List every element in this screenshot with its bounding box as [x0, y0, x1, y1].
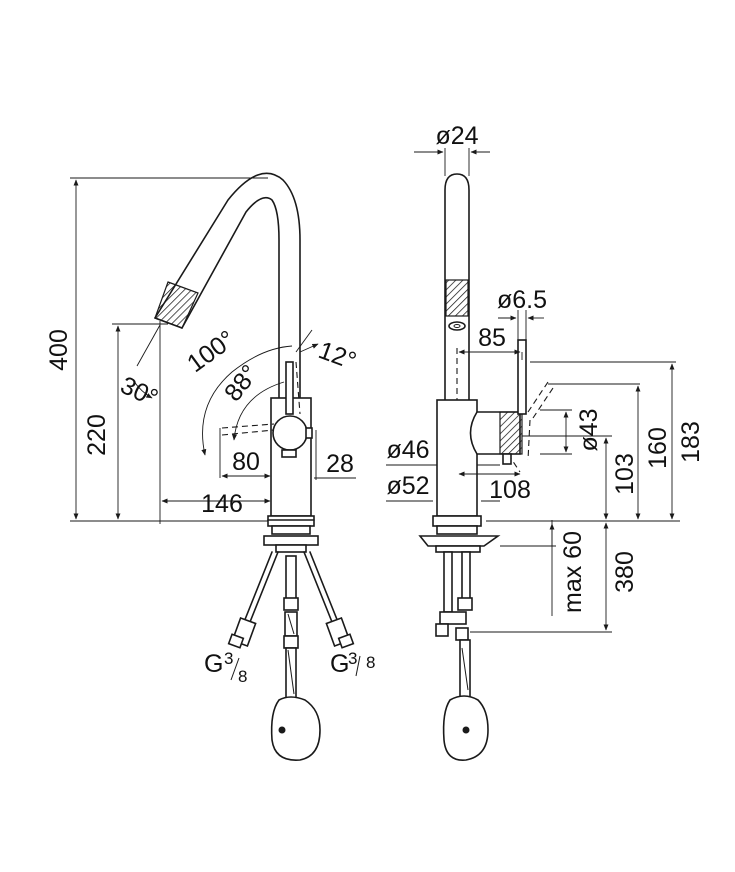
angle-12: 12° — [315, 336, 360, 375]
lever-handle — [285, 361, 294, 415]
spout-front — [444, 173, 470, 401]
angle-88: 88° — [219, 360, 264, 407]
faucet-body — [221, 361, 313, 517]
supply-hoses — [227, 551, 355, 699]
dim-160: 160 — [644, 427, 672, 469]
dimension-labels-right: ø24 ø6.5 85 ø46 ø52 108 ø43 103 160 183 … — [386, 122, 705, 613]
control-box — [270, 696, 321, 761]
dim-85: 85 — [478, 324, 506, 352]
control-box-front — [442, 695, 489, 761]
dim-d52: ø52 — [386, 472, 429, 500]
dim-183: 183 — [677, 421, 705, 463]
angle-30: 30° — [116, 371, 162, 412]
dim-108: 108 — [489, 476, 531, 504]
dimension-lines-left — [70, 177, 356, 524]
dim-d46: ø46 — [386, 436, 429, 464]
base — [263, 515, 319, 553]
supply-hoses-front — [435, 551, 473, 699]
dim-d24: ø24 — [435, 122, 478, 150]
aerator-hatch-front — [445, 279, 469, 317]
base-front — [418, 515, 501, 553]
dim-max-60: max 60 — [559, 531, 587, 613]
handle-hatch — [499, 411, 523, 455]
side-view-left: 400 220 146 80 28 100° 88° 12° 30° G 3 8… — [45, 172, 375, 761]
dim-400: 400 — [45, 329, 73, 371]
dimension-lines-right — [386, 148, 680, 633]
front-view-right: ø24 ø6.5 85 ø46 ø52 108 ø43 103 160 183 … — [386, 122, 705, 761]
spout — [154, 172, 301, 399]
dimension-labels-left: 400 220 146 80 28 100° 88° 12° 30° G 3 8… — [45, 325, 375, 686]
dim-146: 146 — [201, 490, 243, 518]
dim-80: 80 — [232, 448, 260, 476]
svg-text:G: G — [204, 650, 223, 678]
aerator-hatch — [154, 281, 199, 329]
thread-label-left: G 3 8 — [204, 649, 247, 686]
svg-text:3: 3 — [224, 649, 233, 668]
dim-28: 28 — [326, 450, 354, 478]
svg-text:G: G — [330, 650, 349, 678]
thread-label-right: G 3 8 — [330, 649, 375, 678]
svg-text:8: 8 — [238, 667, 247, 686]
dim-380: 380 — [611, 551, 639, 593]
svg-text:3: 3 — [348, 649, 357, 668]
faucet-body-front — [436, 339, 554, 517]
dim-d6-5: ø6.5 — [497, 286, 547, 314]
dim-220: 220 — [83, 414, 111, 456]
angle-100: 100° — [182, 325, 240, 378]
dim-d43: ø43 — [575, 408, 603, 451]
dim-103: 103 — [611, 453, 639, 495]
svg-text:8: 8 — [366, 653, 375, 672]
